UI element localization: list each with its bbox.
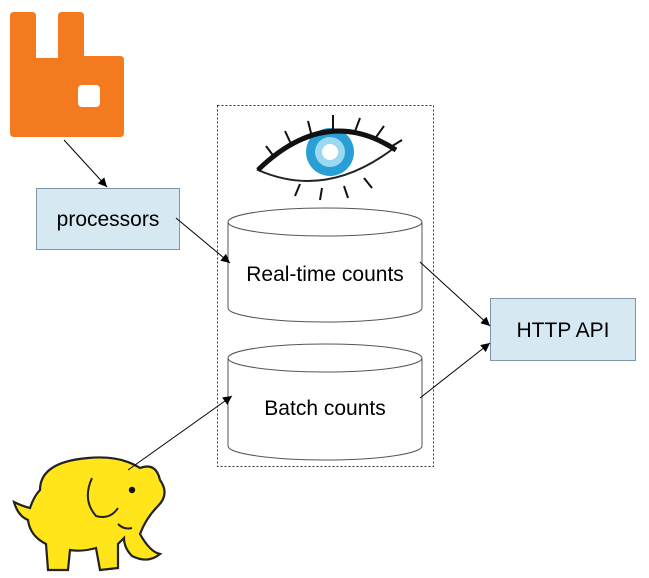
rabbitmq-logo-icon [10,12,124,137]
http-api-label: HTTP API [517,319,610,342]
http-api-node: HTTP API [490,298,636,361]
batch-counts-label: Batch counts [264,397,385,420]
arrow-queue-to-processors [63,139,108,188]
processors-label: processors [57,208,160,231]
arrow-processors-to-realtime [175,217,231,264]
cassandra-eye-logo-icon [256,115,403,201]
arrow-batch-to-api [419,342,491,399]
batch-counts-store: Batch counts [227,343,423,461]
realtime-counts-store: Real-time counts [227,207,423,323]
arrow-hadoop-to-batch [127,395,233,471]
connectors [63,139,491,471]
arrow-realtime-to-api [419,261,491,327]
realtime-counts-label: Real-time counts [246,263,404,286]
processors-node: processors [36,188,180,250]
hadoop-elephant-logo-icon [12,456,166,572]
storage-container [217,105,434,467]
